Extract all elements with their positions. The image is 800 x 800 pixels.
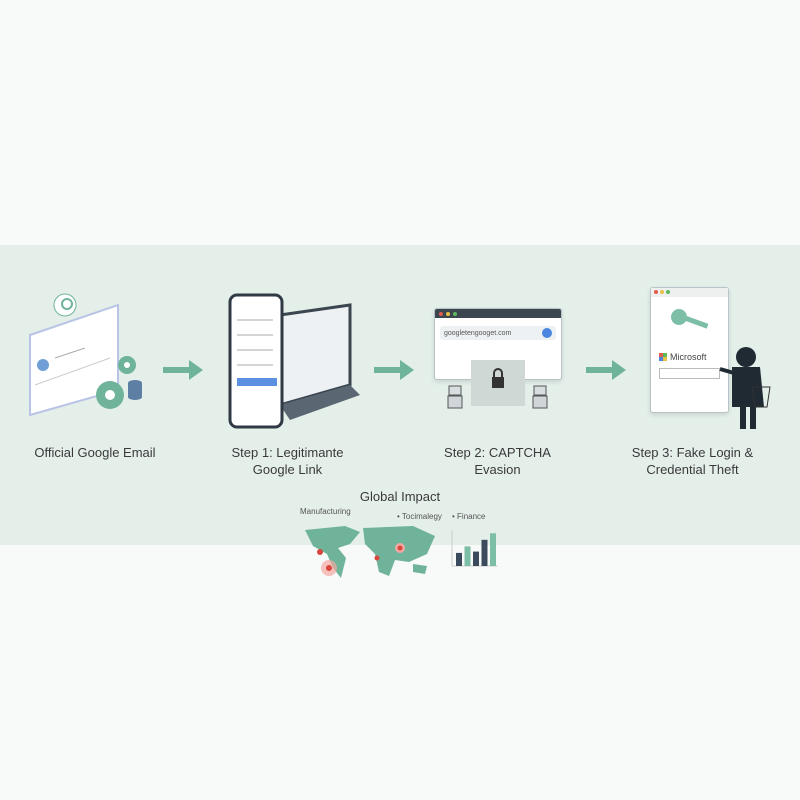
key-icon <box>671 309 709 329</box>
arrow-right-icon <box>163 360 203 380</box>
chart-bar <box>456 552 462 566</box>
step-label-email: Official Google Email <box>34 445 156 460</box>
lock-icon <box>492 368 504 388</box>
step-label-link: Step 1: Legitimante Google Link <box>231 445 344 477</box>
phone-laptop-illustration <box>228 293 360 429</box>
step-label-captcha: Step 2: CAPTCHA Evasion <box>444 445 551 477</box>
robot-icon <box>447 385 463 409</box>
captcha-box <box>471 360 525 406</box>
fake-email-field <box>659 368 720 379</box>
user-avatar-icon <box>542 328 552 338</box>
chart-bar <box>490 533 496 566</box>
step-label-fake-login: Step 3: Fake Login & Credential Theft <box>631 445 754 477</box>
impact-title: Global Impact <box>359 489 441 504</box>
arrow-right-icon <box>586 360 626 380</box>
impact-marker <box>326 565 332 571</box>
world-map <box>305 526 435 578</box>
sector-label: Manufacturing <box>300 507 351 516</box>
impact-marker <box>317 549 323 555</box>
impact-bar-chart <box>451 530 498 567</box>
sector-label: • Finance <box>452 512 486 521</box>
impact-marker <box>397 545 403 551</box>
chart-bar <box>473 551 479 566</box>
chart-bar <box>464 546 471 566</box>
brand-name: Microsoft <box>670 352 707 362</box>
impact-marker <box>374 555 380 561</box>
fake-login-window: Microsoft <box>650 287 729 413</box>
robot-icon <box>532 385 548 409</box>
microsoft-logo-icon <box>659 353 667 361</box>
sector-label-text: Tocimalegy <box>401 512 442 521</box>
email-window-icon <box>29 293 142 417</box>
chart-bar <box>481 539 488 566</box>
sector-label-text: Finance <box>457 512 486 521</box>
url-text: googletengooget.com <box>444 329 512 337</box>
sector-label: • Tocimalegy <box>397 512 442 521</box>
arrow-right-icon <box>374 360 414 380</box>
hacker-figure-icon <box>719 347 771 429</box>
